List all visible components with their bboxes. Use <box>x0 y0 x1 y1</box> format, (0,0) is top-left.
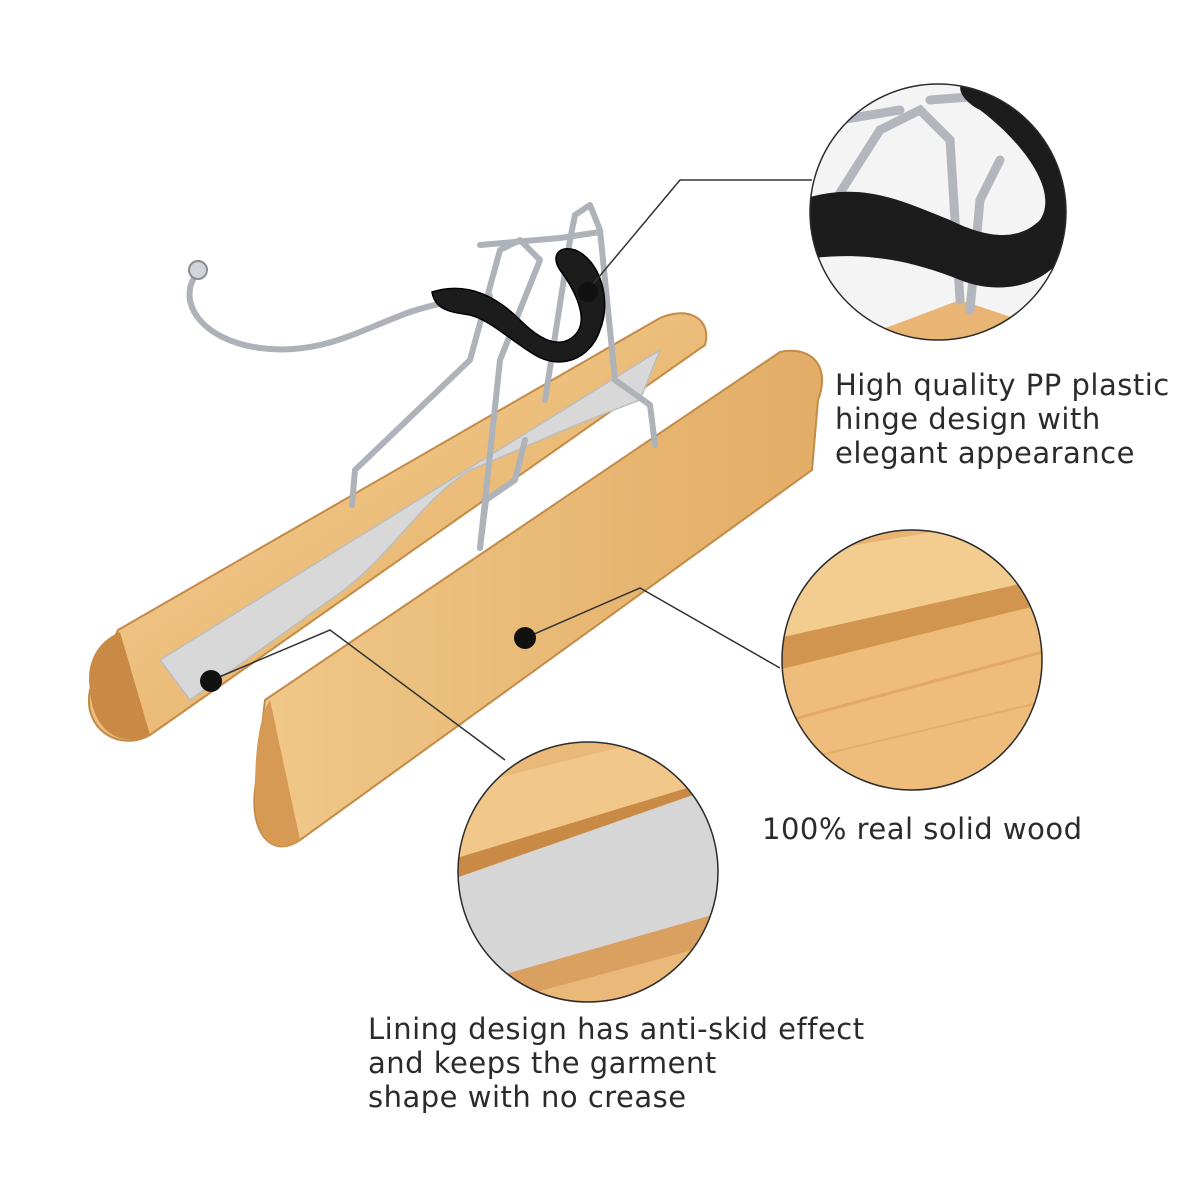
hinge-closeup-image <box>809 83 1067 341</box>
caption-line: and keeps the garment <box>368 1046 717 1080</box>
hinge-leader-line <box>587 179 812 291</box>
plastic-hinge <box>431 248 606 363</box>
hinge-feature-caption: High quality PP plastic hinge design wit… <box>835 368 1170 470</box>
wood-feature-caption: 100% real solid wood <box>762 812 1083 846</box>
hook-tip-ball <box>188 260 208 280</box>
lining-closeup-image <box>457 741 719 1003</box>
front-wood-bar <box>253 349 824 848</box>
wood-closeup-image <box>781 529 1043 791</box>
metal-wire-frame <box>349 202 658 551</box>
caption-line: High quality PP plastic <box>835 368 1170 402</box>
hanger-hook <box>186 269 493 353</box>
lining-leader-line <box>211 629 506 761</box>
caption-line: shape with no crease <box>368 1080 687 1114</box>
wood-leader-line <box>524 587 781 669</box>
caption-line: 100% real solid wood <box>762 812 1083 846</box>
caption-line: elegant appearance <box>835 436 1135 470</box>
callout-lines <box>211 179 812 761</box>
caption-line: hinge design with <box>835 402 1101 436</box>
hinge-marker-dot <box>578 282 598 302</box>
wood-marker-dot <box>514 627 536 649</box>
lining-strip <box>158 348 662 702</box>
lining-feature-caption: Lining design has anti-skid effect and k… <box>368 1012 865 1114</box>
caption-line: Lining design has anti-skid effect <box>368 1012 865 1046</box>
hanger-illustration <box>87 202 824 848</box>
lining-marker-dot <box>200 670 222 692</box>
